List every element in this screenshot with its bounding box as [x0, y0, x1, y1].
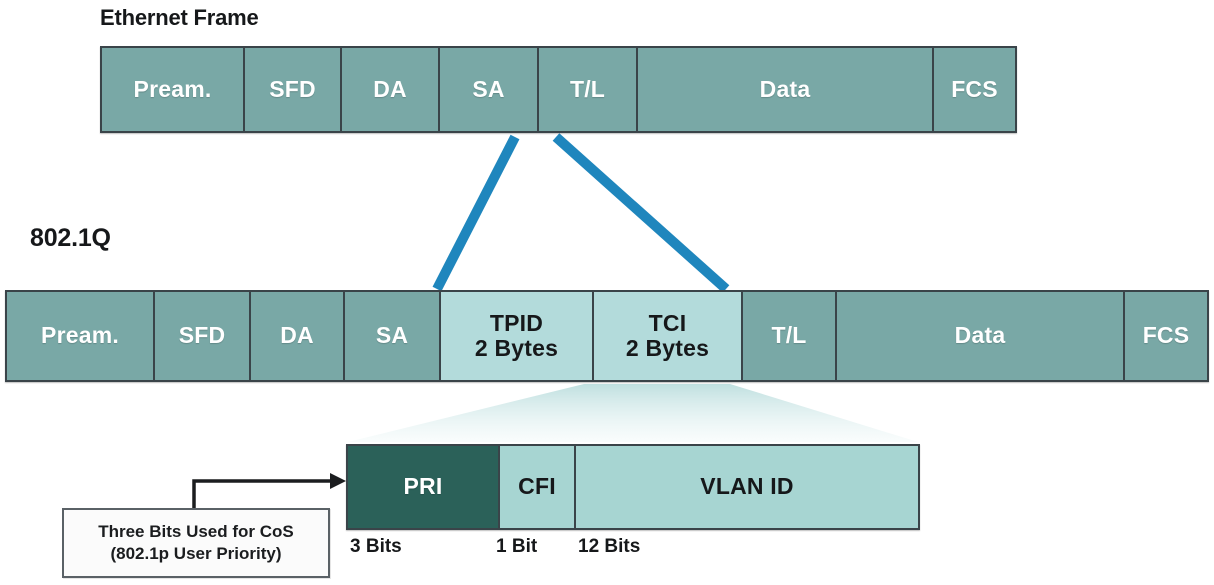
tci-field-pri[interactable]: PRI — [348, 446, 500, 528]
cfi-bit-label: 1 Bit — [496, 536, 538, 557]
cos-callout-line-2: (802.1p User Priority) — [110, 544, 282, 563]
dot1q-field-sfd[interactable]: SFD — [155, 292, 251, 380]
dot1q-field-fcs[interactable]: FCS — [1125, 292, 1207, 380]
dot1q-field-sa[interactable]: SA — [345, 292, 441, 380]
ethernet-field-fcs[interactable]: FCS — [934, 48, 1015, 131]
field-label: FCS — [951, 75, 998, 102]
field-size: 2 Bytes — [625, 335, 710, 361]
dot1q-field-type-length[interactable]: T/L — [743, 292, 837, 380]
tci-expansion-funnel — [348, 384, 918, 442]
cos-callout-line-1: Three Bits Used for CoS — [98, 521, 294, 541]
ethernet-frame-title: Ethernet Frame — [100, 5, 259, 30]
field-label: FCS — [1142, 322, 1190, 349]
field-label: T/L — [771, 322, 807, 349]
ethernet-frame-row: Pream. SFD DA SA T/L Data FCS — [100, 46, 1017, 133]
field-label: CFI — [518, 473, 556, 500]
callout-arrow-head — [330, 473, 346, 489]
field-label: TPID — [489, 309, 544, 336]
connector-line-left — [432, 134, 520, 292]
ethernet-field-sfd[interactable]: SFD — [245, 48, 342, 131]
tci-detail-row: PRI CFI VLAN ID — [346, 444, 920, 530]
cos-callout-box: Three Bits Used for CoS (802.1p User Pri… — [62, 508, 330, 578]
ethernet-field-sa[interactable]: SA — [440, 48, 539, 131]
field-label: VLAN ID — [700, 473, 794, 500]
dot1q-field-preamble[interactable]: Pream. — [7, 292, 155, 380]
field-label: T/L — [569, 75, 606, 102]
field-label: Data — [954, 322, 1006, 349]
tci-field-vlan-id[interactable]: VLAN ID — [576, 446, 918, 528]
field-size: 2 Bytes — [474, 335, 559, 361]
field-label: PRI — [403, 473, 443, 500]
field-label: Data — [759, 75, 811, 102]
field-label: SA — [375, 322, 409, 349]
field-label: SFD — [178, 322, 226, 349]
field-label: Pream. — [41, 322, 119, 349]
callout-arrow-line — [192, 479, 336, 509]
field-label: Pream. — [133, 75, 212, 102]
dot1q-frame-row: Pream. SFD DA SA TPID 2 Bytes TCI 2 Byte… — [5, 290, 1209, 382]
dot1q-frame-title: 802.1Q — [30, 224, 111, 252]
pri-bit-label: 3 Bits — [350, 536, 402, 557]
ethernet-field-preamble[interactable]: Pream. — [102, 48, 245, 131]
ethernet-field-data[interactable]: Data — [638, 48, 934, 131]
tci-field-cfi[interactable]: CFI — [500, 446, 576, 528]
field-label: TCI — [648, 309, 687, 336]
field-label: DA — [373, 75, 407, 102]
dot1q-field-tci[interactable]: TCI 2 Bytes — [594, 292, 743, 380]
field-label: SA — [472, 75, 505, 102]
dot1q-field-data[interactable]: Data — [837, 292, 1125, 380]
ethernet-field-type-length[interactable]: T/L — [539, 48, 638, 131]
vlan-bit-label: 12 Bits — [578, 536, 641, 557]
dot1q-field-tpid[interactable]: TPID 2 Bytes — [441, 292, 594, 380]
field-label: SFD — [269, 75, 316, 102]
field-label: DA — [280, 322, 314, 349]
ethernet-field-da[interactable]: DA — [342, 48, 440, 131]
connector-line-right — [552, 133, 730, 293]
dot1q-field-da[interactable]: DA — [251, 292, 345, 380]
